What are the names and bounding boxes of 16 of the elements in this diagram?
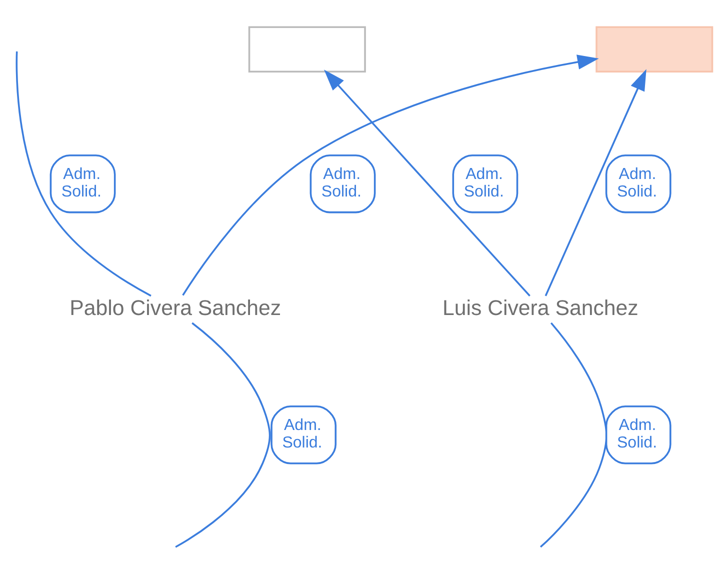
arrow [544, 68, 646, 296]
edge-label: Adm. Solid. [616, 164, 658, 200]
node-box [248, 26, 366, 72]
connector [175, 322, 271, 548]
connector [540, 322, 608, 548]
edge-label: Adm. Solid. [282, 415, 322, 452]
arrow [182, 54, 599, 296]
node-text: Luis Civera Sanchez [442, 295, 638, 320]
edge-label: Adm. Solid. [616, 415, 658, 452]
node-text: Pablo Civera Sanchez [70, 295, 282, 320]
arrow [324, 69, 530, 296]
edge-label: Adm. Solid. [464, 164, 504, 200]
edge-label: Adm. Solid. [61, 164, 102, 200]
connector [16, 50, 152, 296]
edge-label: Adm. Solid. [321, 164, 362, 200]
node-box [596, 26, 714, 72]
